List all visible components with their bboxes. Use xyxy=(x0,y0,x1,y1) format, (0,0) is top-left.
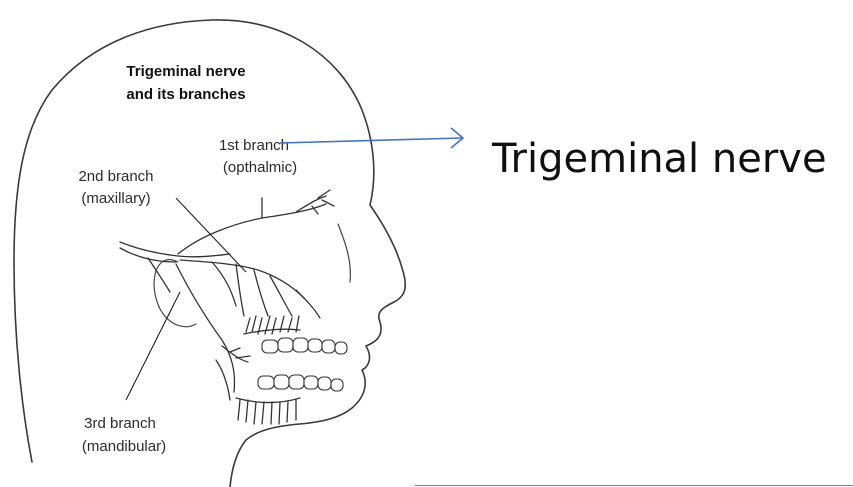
nerve-network xyxy=(120,190,334,400)
ear xyxy=(154,260,196,327)
upper-roots xyxy=(244,316,300,334)
branch1-label-line2: (opthalmic) xyxy=(223,159,297,176)
branch1-label-line1: 1st branch xyxy=(219,137,289,154)
lower-teeth xyxy=(258,375,343,391)
branch3-label-line1: 3rd branch xyxy=(84,415,156,432)
upper-teeth xyxy=(262,338,347,354)
bottom-divider xyxy=(415,485,853,486)
branch3-leader xyxy=(126,292,180,400)
branch2-label-line1: 2nd branch xyxy=(78,168,153,185)
callout-label: Trigeminal nerve xyxy=(491,136,827,182)
cheek-line xyxy=(338,224,350,282)
diagram-title-line2: and its branches xyxy=(126,86,245,103)
branch2-label-line2: (maxillary) xyxy=(81,190,150,207)
branch3-label-line2: (mandibular) xyxy=(82,438,166,455)
lower-roots xyxy=(236,398,300,424)
diagram-title-line1: Trigeminal nerve xyxy=(126,63,245,80)
